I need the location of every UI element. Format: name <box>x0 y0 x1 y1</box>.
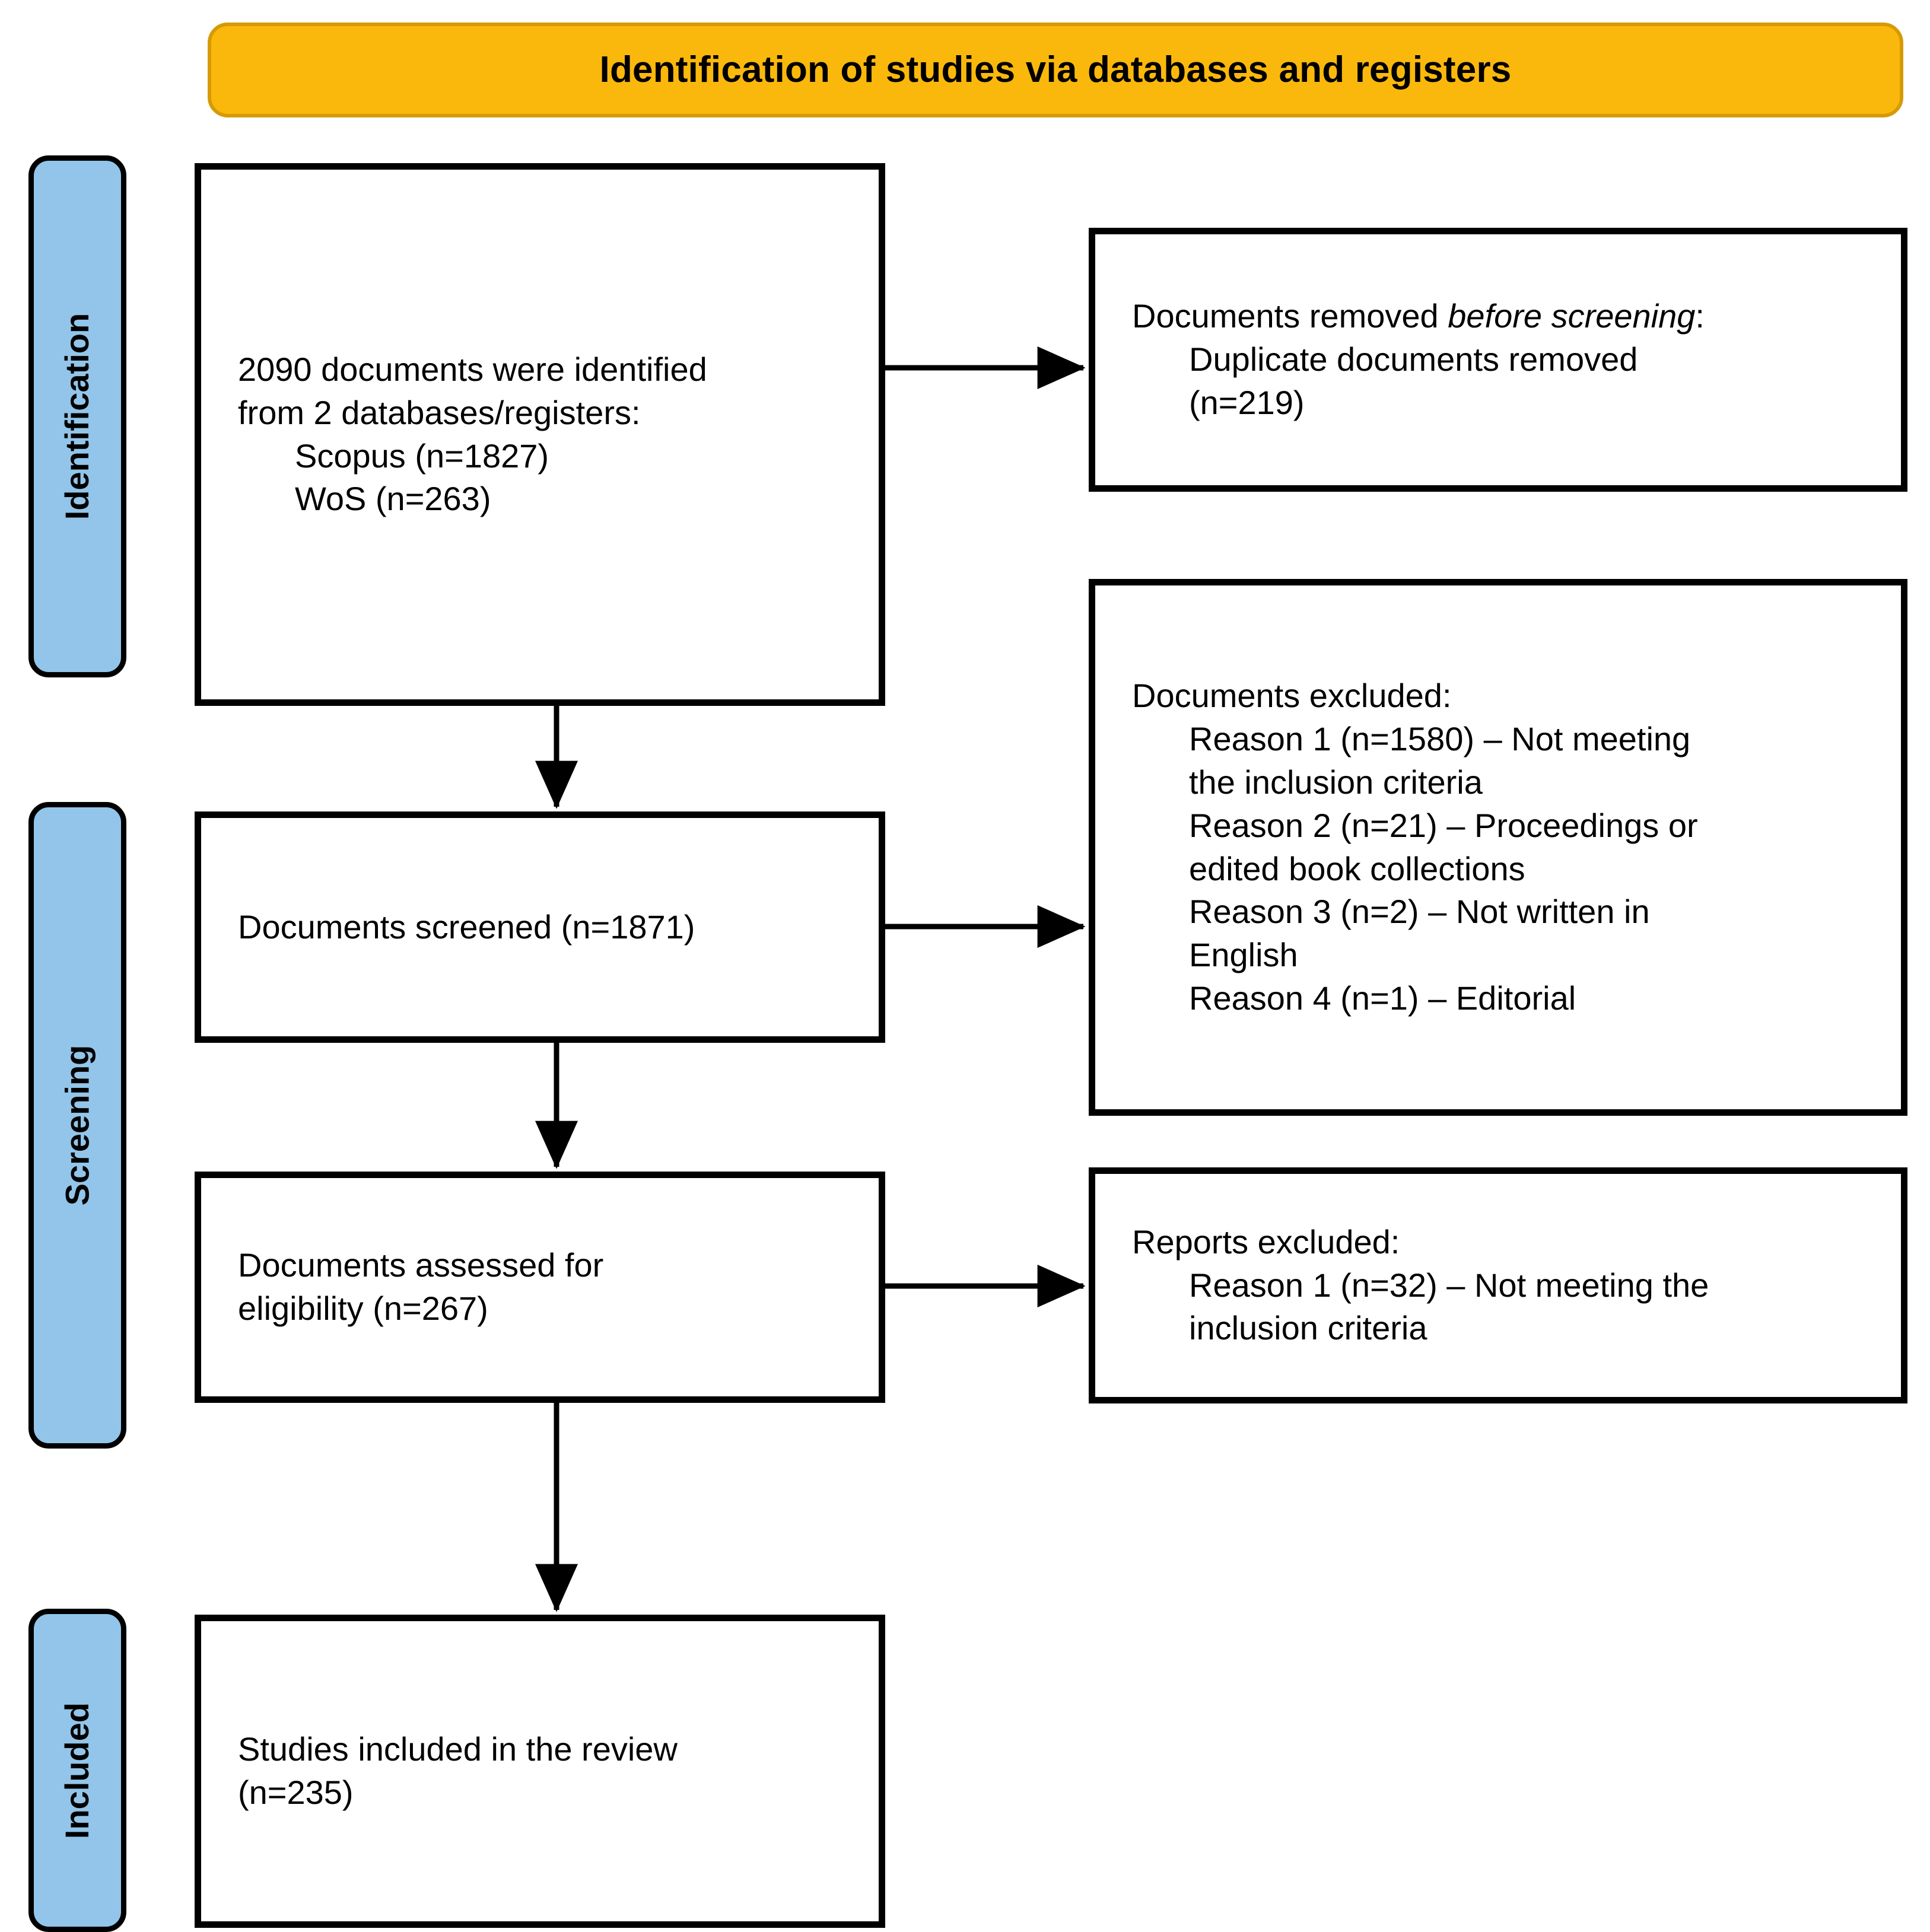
assessed-line-2: eligibility (n=267) <box>238 1290 488 1327</box>
docs-excluded-reason-3: Reason 3 (n=2) – Not written in <box>1189 893 1650 931</box>
banner-title: Identification of studies via databases … <box>599 49 1512 90</box>
stage-tab-included-label: Included <box>58 1702 96 1839</box>
stage-tab-included: Included <box>28 1609 126 1932</box>
box-reports-excluded: Reports excluded: Reason 1 (n=32) – Not … <box>1089 1167 1907 1403</box>
assessed-line-1: Documents assessed for <box>238 1246 604 1284</box>
reports-excluded-reason-1: Reason 1 (n=32) – Not meeting the <box>1189 1266 1709 1304</box>
box-documents-identified: 2090 documents were identified from 2 da… <box>195 163 885 706</box>
docs-excluded-reason-2-cont: edited book collections <box>1189 849 1525 887</box>
box-documents-screened: Documents screened (n=1871) <box>195 811 885 1043</box>
box-studies-included-in-review: Studies included in the review (n=235) <box>195 1615 885 1928</box>
included-line-1: Studies included in the review <box>238 1730 678 1768</box>
duplicates-heading-italic: before screening <box>1448 297 1696 335</box>
reports-excluded-reason-1-cont: inclusion criteria <box>1189 1309 1427 1347</box>
stage-tab-identification-label: Identification <box>58 313 96 520</box>
docs-excluded-reason-2: Reason 2 (n=21) – Proceedings or <box>1189 806 1698 844</box>
included-line-2: (n=235) <box>238 1774 354 1811</box>
identified-line-1: 2090 documents were identified <box>238 350 707 388</box>
identified-line-2: from 2 databases/registers: <box>238 393 641 431</box>
identified-source-scopus: Scopus (n=1827) <box>295 437 549 475</box>
box-documents-excluded: Documents excluded: Reason 1 (n=1580) – … <box>1089 579 1907 1116</box>
docs-excluded-reason-1: Reason 1 (n=1580) – Not meeting <box>1189 720 1691 758</box>
duplicates-heading-plain: Documents removed <box>1132 297 1448 335</box>
identified-source-wos: WoS (n=263) <box>295 480 491 518</box>
docs-excluded-reason-3-cont: English <box>1189 936 1298 974</box>
stage-tab-screening-label: Screening <box>58 1045 96 1206</box>
duplicates-heading-suffix: : <box>1695 297 1705 335</box>
duplicates-line-2: Duplicate documents removed <box>1189 340 1638 378</box>
docs-excluded-heading: Documents excluded: <box>1132 677 1452 715</box>
diagram-banner: Identification of studies via databases … <box>208 23 1903 117</box>
box-documents-assessed-for-eligibility: Documents assessed for eligibility (n=26… <box>195 1172 885 1403</box>
duplicates-heading: Documents removed before screening: <box>1132 295 1864 338</box>
reports-excluded-heading: Reports excluded: <box>1132 1223 1400 1261</box>
docs-excluded-reason-4: Reason 4 (n=1) – Editorial <box>1189 979 1576 1017</box>
screened-line-1: Documents screened (n=1871) <box>238 908 695 946</box>
stage-tab-screening: Screening <box>28 802 126 1449</box>
box-documents-removed-before-screening: Documents removed before screening: Dupl… <box>1089 228 1907 492</box>
duplicates-line-3: (n=219) <box>1189 383 1305 421</box>
stage-tab-identification: Identification <box>28 155 126 677</box>
docs-excluded-reason-1-cont: the inclusion criteria <box>1189 763 1483 801</box>
